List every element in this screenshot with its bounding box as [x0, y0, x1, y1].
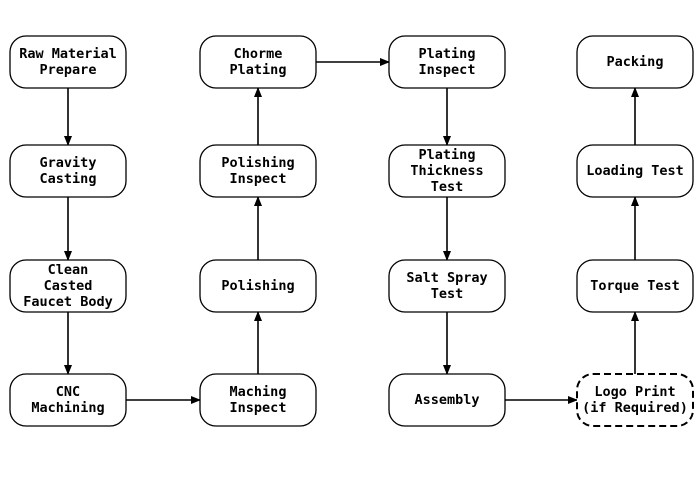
node-label-line: Inspect — [230, 400, 287, 416]
node-label-line: Casted — [44, 278, 93, 294]
node-box — [9, 35, 127, 89]
node-label-line: Torque Test — [590, 278, 679, 294]
node-polishing: Polishing — [199, 259, 317, 313]
node-box — [199, 35, 317, 89]
node-torque-test: Torque Test — [576, 259, 694, 313]
node-label-line: Gravity — [40, 155, 97, 171]
node-label-line: Test — [431, 286, 464, 302]
node-label-line: Plating — [419, 147, 476, 163]
node-label-line: (if Required) — [582, 400, 688, 416]
node-label-line: Salt Spray — [406, 270, 487, 286]
node-label-line: Polishing — [221, 155, 294, 171]
node-label-line: Clean — [48, 262, 89, 278]
node-box — [576, 259, 694, 313]
node-box — [388, 373, 506, 427]
node-box — [199, 259, 317, 313]
node-label-line: Plating — [419, 46, 476, 62]
node-box — [388, 259, 506, 313]
node-loading-test: Loading Test — [576, 144, 694, 198]
node-box — [9, 373, 127, 427]
node-box — [576, 35, 694, 89]
node-box — [9, 259, 127, 313]
node-box — [388, 144, 506, 198]
node-label-line: Chorme — [234, 46, 283, 62]
node-box — [199, 144, 317, 198]
node-box — [576, 144, 694, 198]
node-label-line: Plating — [230, 62, 287, 78]
node-label-line: Packing — [607, 54, 664, 70]
node-label-line: Test — [431, 179, 464, 195]
node-label-line: Machining — [31, 400, 104, 416]
node-logo-print: Logo Print(if Required) — [576, 373, 694, 427]
node-box — [388, 35, 506, 89]
node-label-line: Maching — [230, 384, 287, 400]
node-label-line: Assembly — [414, 392, 479, 408]
node-packing: Packing — [576, 35, 694, 89]
node-label-line: Loading Test — [586, 163, 684, 179]
node-label-line: Polishing — [221, 278, 294, 294]
node-label-line: Inspect — [419, 62, 476, 78]
node-label-line: Casting — [40, 171, 97, 187]
node-assembly: Assembly — [388, 373, 506, 427]
node-label-line: Prepare — [40, 62, 97, 78]
node-label-line: Inspect — [230, 171, 287, 187]
node-label-line: Logo Print — [594, 384, 675, 400]
node-label-line: Thickness — [410, 163, 483, 179]
node-box — [199, 373, 317, 427]
node-label-line: CNC — [56, 384, 80, 400]
node-label-line: Faucet Body — [23, 294, 112, 310]
node-box — [9, 144, 127, 198]
node-box — [576, 373, 694, 427]
node-label-line: Raw Material — [19, 46, 117, 62]
